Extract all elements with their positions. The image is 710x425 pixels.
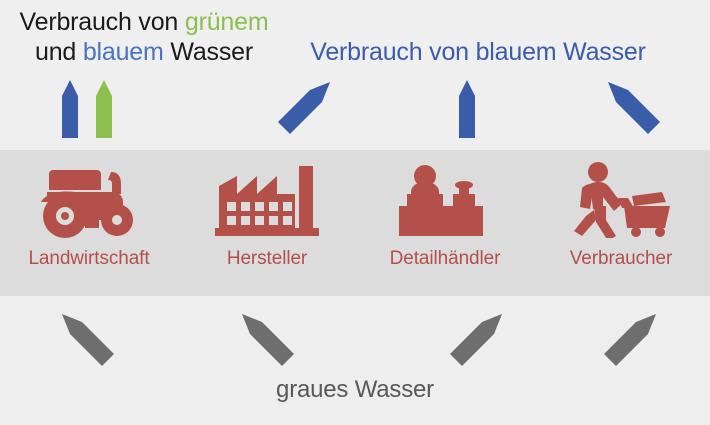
heading-grey-water: graues Wasser	[276, 376, 434, 403]
heading-left-green-word: grünem	[184, 8, 269, 36]
node-label-manufacturer: Hersteller	[226, 248, 308, 269]
heading-blue-water: Verbrauch von blauem Wasser	[310, 38, 646, 66]
node-agriculture[interactable]: Landwirtschaft	[0, 160, 178, 290]
top-band	[0, 0, 710, 150]
node-retailer[interactable]: Detailhändler	[356, 160, 534, 290]
node-label-consumer: Verbraucher	[569, 248, 673, 269]
grey-water-arrow-consumer	[604, 314, 656, 366]
heading-left-blue-word: blauem	[82, 37, 164, 66]
blue-water-arrow-manufacturer	[278, 82, 330, 134]
blue-water-arrow-retailer	[459, 80, 475, 138]
shopping-cart-person-icon	[568, 160, 674, 238]
heading-left-line2-prefix: und	[34, 37, 83, 66]
blue-water-arrow-consumer	[608, 82, 660, 134]
grey-water-arrow-agriculture	[62, 314, 114, 366]
grey-water-arrow-manufacturer	[242, 314, 294, 366]
bottom-band	[0, 296, 710, 425]
grey-water-arrow-retailer	[450, 314, 502, 366]
node-consumer[interactable]: Verbraucher	[532, 160, 710, 290]
green-water-arrow-agriculture	[96, 80, 112, 138]
node-manufacturer[interactable]: Hersteller	[178, 160, 356, 290]
node-label-agriculture: Landwirtschaft	[28, 248, 150, 269]
node-label-retailer: Detailhändler	[389, 248, 501, 269]
tractor-icon	[35, 160, 143, 238]
blue-water-arrow-agriculture	[62, 80, 78, 138]
heading-left-line2-suffix: Wasser	[163, 37, 253, 66]
heading-green-blue-water: Verbrauch von grünem und blauem Wasser	[8, 8, 280, 67]
retail-counter-icon	[393, 160, 497, 238]
heading-left-line1-prefix: Verbrauch von	[19, 8, 185, 36]
factory-icon	[215, 160, 319, 238]
